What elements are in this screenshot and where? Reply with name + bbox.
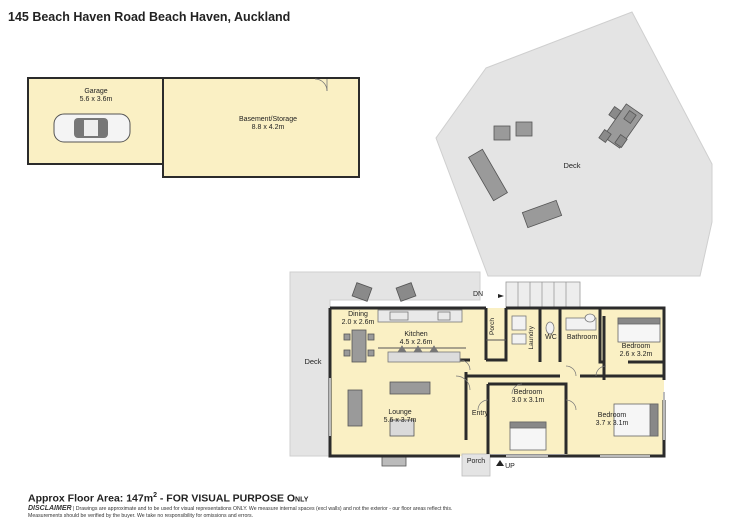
porch-bottom-floor — [461, 453, 491, 477]
room-label-deck-left: Deck — [304, 357, 322, 366]
lounge-furniture — [347, 381, 431, 437]
room-label-bedroom-2: Bedroom 3.0 x 3.1m — [504, 389, 552, 405]
main-floor — [330, 308, 664, 456]
dining-table — [343, 329, 375, 363]
room-label-wc: WC — [545, 334, 557, 341]
room-label-bedroom-3: Bedroom 3.7 x 3.1m — [588, 412, 636, 428]
room-dims: 2.0 x 2.6m — [341, 319, 375, 326]
disclaimer-line-1: | Drawings are approximate and to be use… — [71, 506, 453, 512]
page-title: 145 Beach Haven Road Beach Haven, Auckla… — [8, 10, 291, 24]
room-dims: 3.0 x 3.1m — [511, 397, 545, 404]
room-label-dining: Dining 2.0 x 2.6m — [336, 311, 380, 327]
room-label-laundry: Laundry — [528, 326, 535, 350]
room-label-porch-bottom: Porch — [466, 458, 486, 465]
room-name: Basement/Storage — [239, 116, 297, 123]
room-name: Lounge — [388, 409, 412, 416]
area-superscript: 2 — [153, 492, 157, 499]
room-label-bedroom-1: Bedroom 2.6 x 3.2m — [612, 343, 660, 359]
disclaimer-line-2: Measurements should be verified by the b… — [28, 512, 254, 519]
room-name: Kitchen — [404, 331, 428, 338]
stairs-down-label: DN — [472, 291, 484, 298]
room-dims: 5.6 x 3.7m — [383, 417, 417, 424]
area-suffix: - FOR VISUAL PURPOSE — [156, 492, 287, 505]
area-only: Only — [286, 492, 309, 505]
kitchen-fixtures — [377, 309, 463, 363]
room-label-entry: Entry — [471, 410, 489, 417]
room-dims: 2.6 x 3.2m — [619, 351, 653, 358]
disclaimer-label: DISCLAIMER — [28, 505, 72, 512]
room-name: Garage — [84, 88, 108, 95]
basement-floor — [162, 77, 360, 178]
room-dims: 8.8 x 4.2m — [251, 124, 285, 131]
room-dims: 5.6 x 3.6m — [79, 96, 113, 103]
room-name: Bedroom — [597, 412, 627, 419]
door-swings — [455, 359, 607, 411]
floor-area-caption: Approx Floor Area: 147m2 - FOR VISUAL PU… — [28, 492, 308, 505]
room-label-basement: Basement/Storage 8.8 x 4.2m — [218, 116, 318, 132]
bathroom-fixtures — [511, 313, 597, 345]
deck-top-area — [435, 11, 713, 277]
car-icon — [53, 113, 131, 143]
room-name: Bedroom — [621, 343, 651, 350]
room-name: Dining — [348, 311, 368, 318]
windows — [329, 378, 665, 457]
deck-outdoor-furniture — [468, 103, 644, 229]
disclaimer: DISCLAIMER | Drawings are approximate an… — [28, 505, 728, 519]
room-label-garage: Garage 5.6 x 3.6m — [60, 88, 132, 104]
room-label-kitchen: Kitchen 4.5 x 2.6m — [388, 331, 444, 347]
room-label-bathroom: Bathroom — [566, 334, 598, 341]
room-name: Bedroom — [513, 389, 543, 396]
room-dims: 4.5 x 2.6m — [399, 339, 433, 346]
beds — [509, 317, 661, 451]
room-label-porch-top: Porch — [489, 318, 496, 335]
room-label-deck-top: Deck — [563, 161, 581, 170]
stairs-down — [505, 281, 581, 309]
room-label-lounge: Lounge 5.6 x 3.7m — [376, 409, 424, 425]
stairs-up-label: UP — [505, 463, 515, 470]
deck-left-area — [289, 271, 481, 457]
area-prefix: Approx Floor Area: 147m — [28, 492, 154, 505]
room-dims: 3.7 x 3.1m — [595, 420, 629, 427]
